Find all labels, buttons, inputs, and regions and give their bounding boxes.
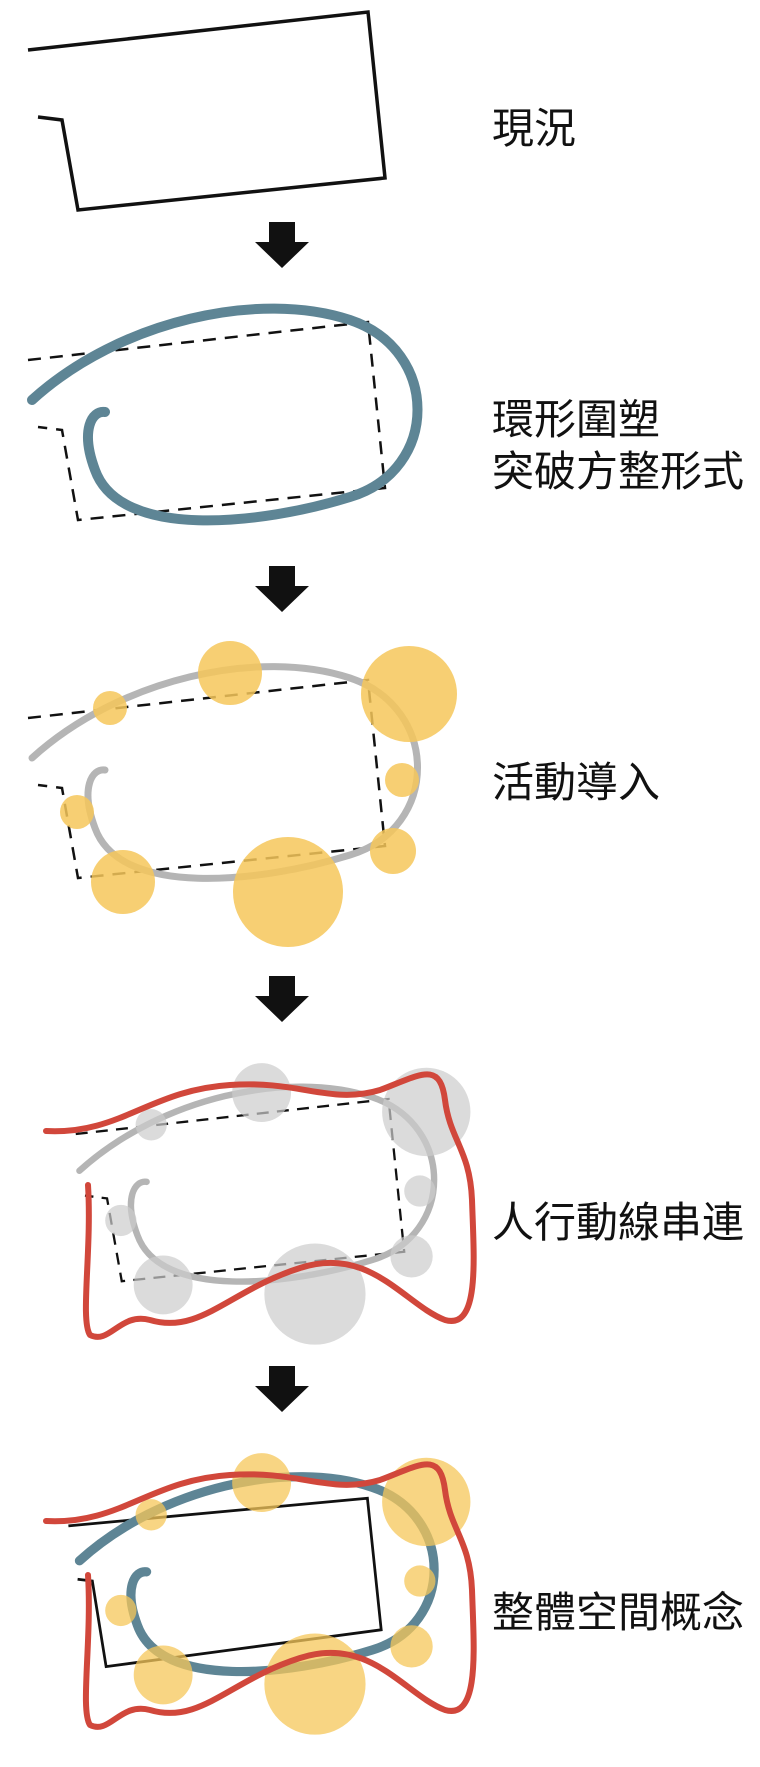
pedestrian-path	[43, 1071, 477, 1340]
activity-node	[232, 1453, 292, 1513]
activity-node	[135, 1109, 167, 1141]
activity-node	[91, 850, 155, 914]
pedestrian-path	[43, 1461, 477, 1730]
activity-nodes	[60, 641, 457, 947]
activity-node	[404, 1565, 436, 1597]
activity-node	[264, 1243, 366, 1345]
step-1-diagram	[26, 10, 387, 212]
ring-path	[27, 303, 423, 526]
activity-node	[198, 641, 262, 705]
step-4-diagram	[74, 1063, 471, 1345]
activity-node	[264, 1633, 366, 1735]
activity-node	[390, 1625, 433, 1668]
step-1-label: 現況	[492, 104, 576, 153]
activity-node	[361, 646, 457, 742]
step-3-label: 活動導入	[492, 758, 660, 807]
site-outline	[26, 10, 387, 212]
activity-node	[60, 795, 94, 829]
down-arrow-icon	[255, 566, 309, 612]
activity-node	[233, 837, 343, 947]
activity-node	[133, 1255, 193, 1315]
step-5-diagram	[68, 1453, 471, 1735]
activity-node	[385, 763, 419, 797]
step-3-diagram	[26, 641, 457, 947]
step-2-label: 環形圍塑 突破方整形式	[492, 395, 744, 496]
site-outline-dashed	[74, 1097, 406, 1283]
activity-node	[135, 1499, 167, 1531]
step-2-diagram	[26, 303, 423, 526]
activity-node	[232, 1063, 292, 1123]
down-arrow-icon	[255, 1366, 309, 1412]
activity-node	[404, 1175, 436, 1207]
activity-node	[105, 1204, 137, 1237]
down-arrow-icon	[255, 976, 309, 1022]
activity-node	[390, 1235, 433, 1278]
activity-node	[382, 1457, 471, 1547]
activity-node	[370, 828, 416, 874]
step-4-label: 人行動線串連	[492, 1198, 744, 1247]
down-arrow-icon	[255, 222, 309, 268]
activity-node	[93, 691, 127, 725]
step-5-label: 整體空間概念	[492, 1588, 744, 1637]
activity-node	[105, 1594, 137, 1627]
activity-nodes	[105, 1063, 471, 1345]
site-outline-dashed	[26, 678, 387, 880]
site-outline-dashed	[26, 320, 387, 522]
activity-node	[133, 1645, 193, 1705]
activity-node	[382, 1067, 471, 1157]
